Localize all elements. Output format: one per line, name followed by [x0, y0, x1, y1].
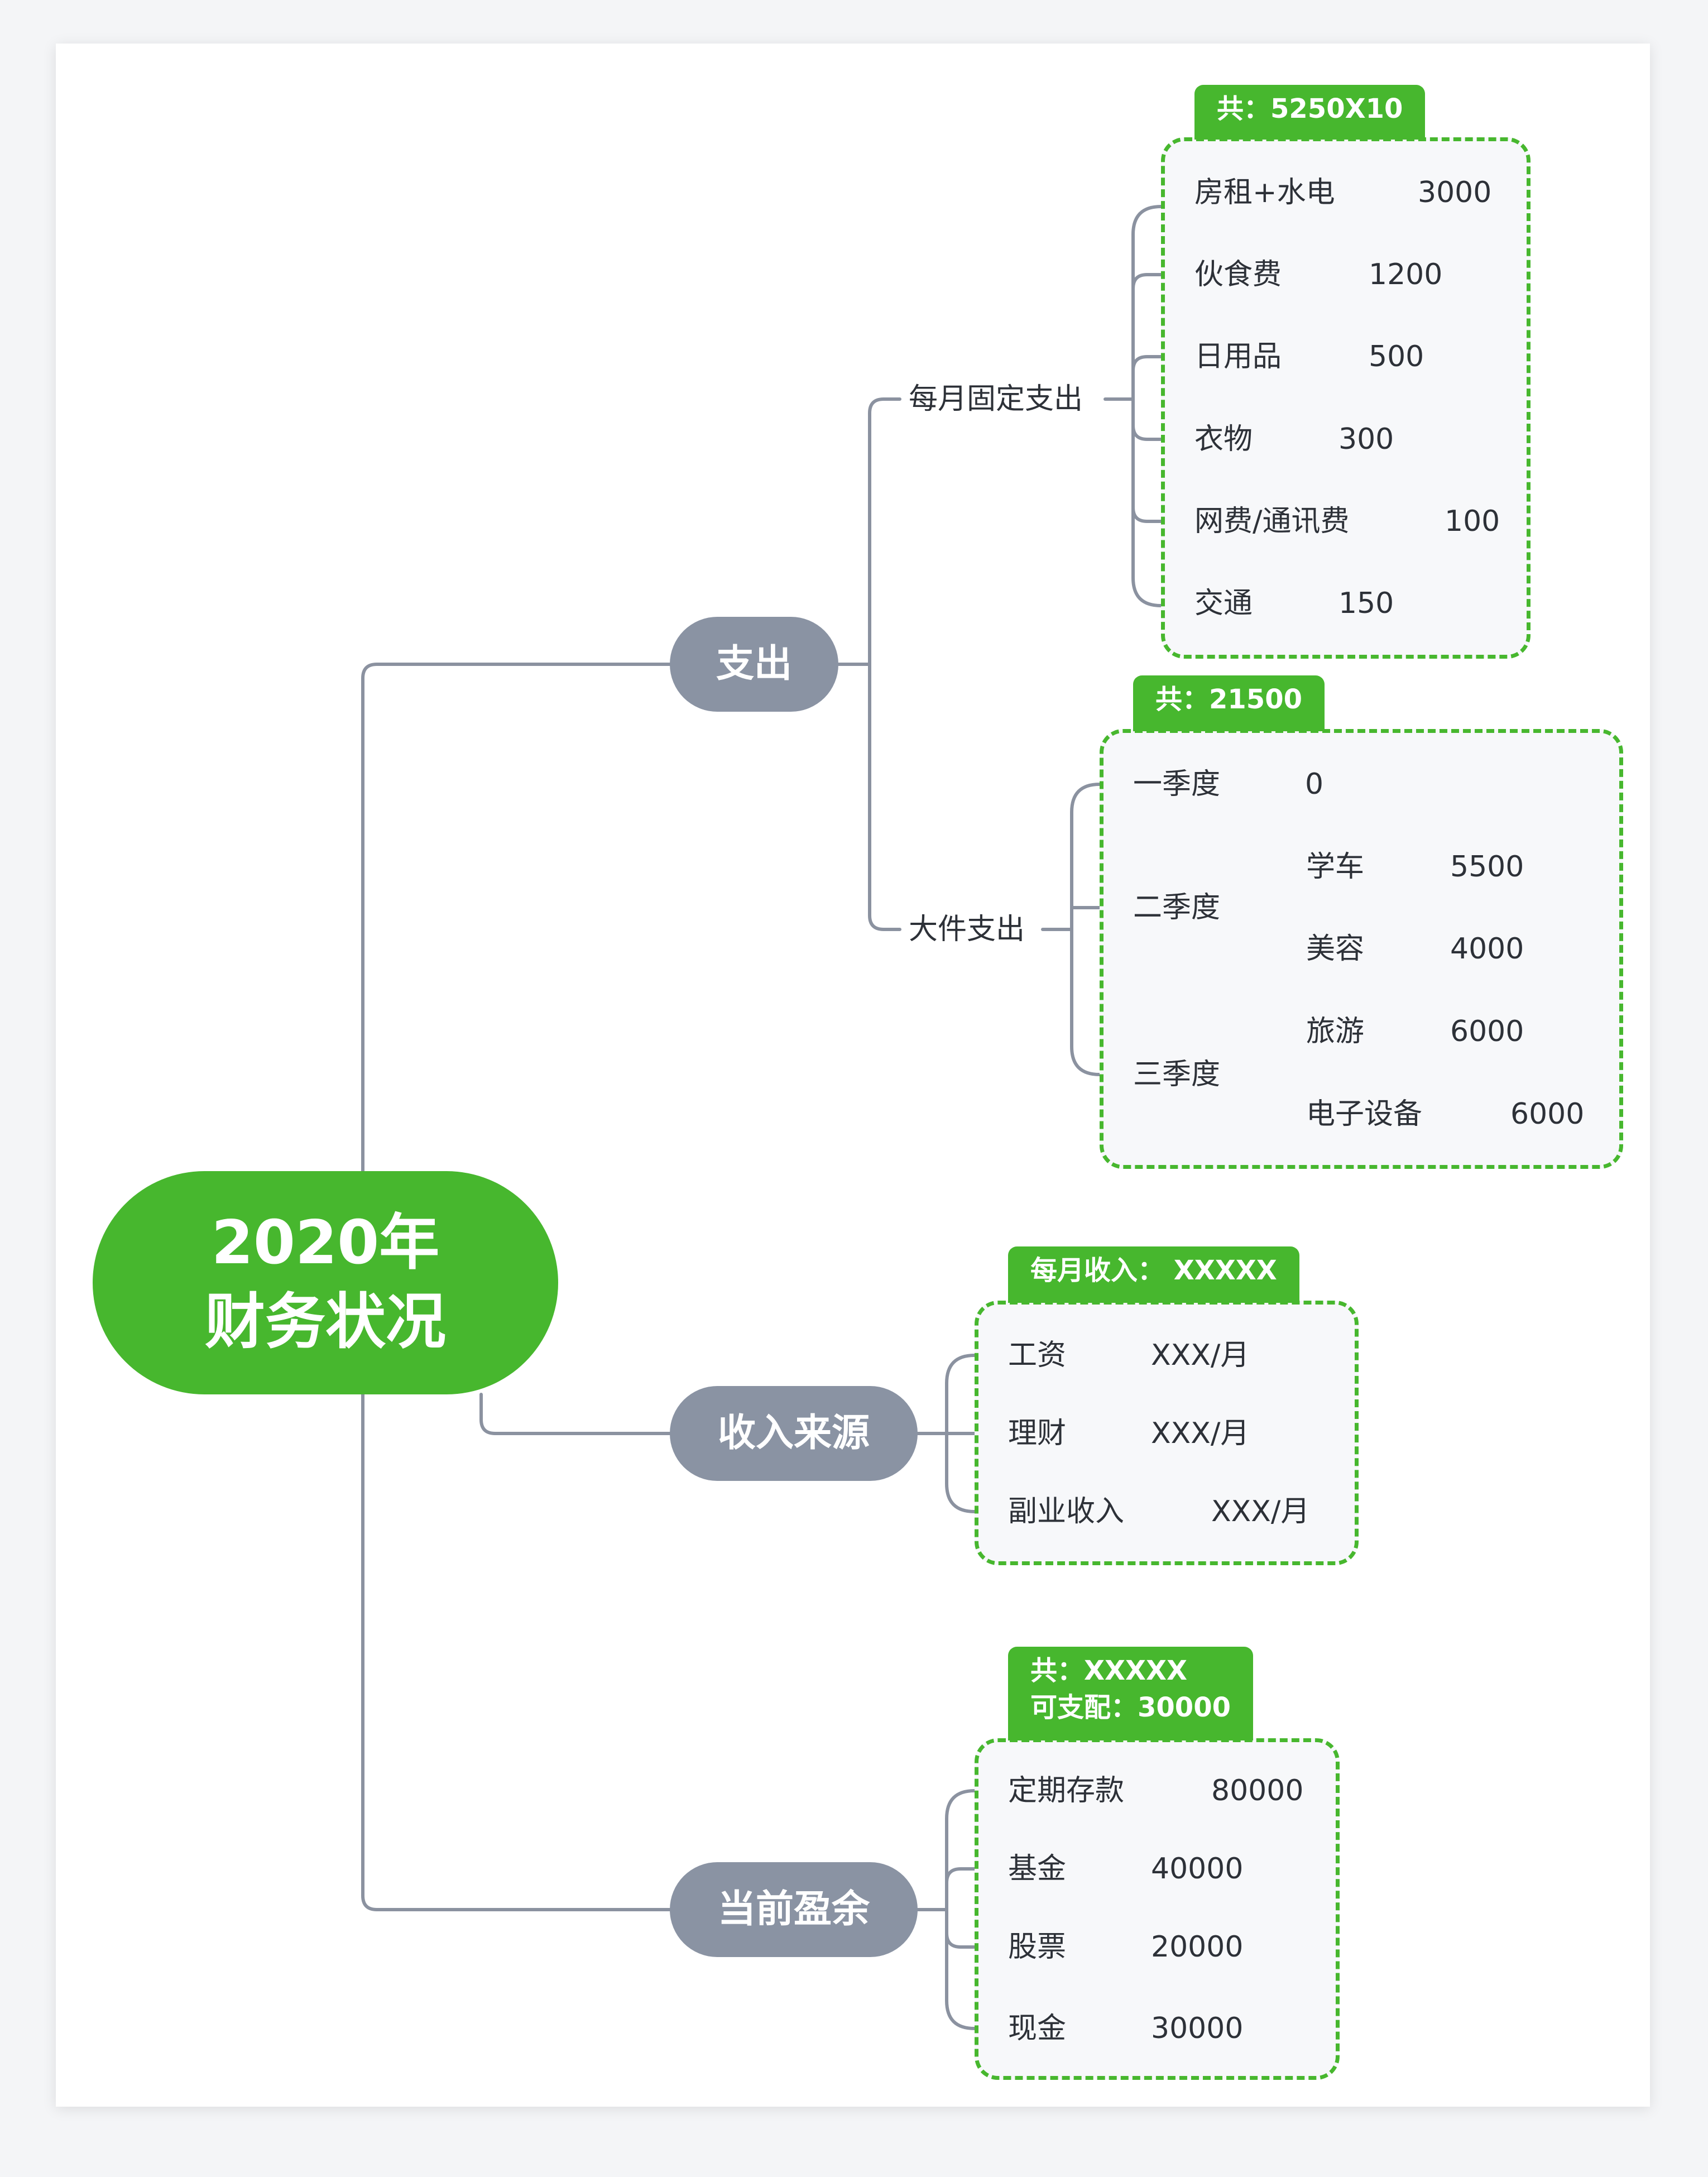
- connector-root-surplus: [361, 1393, 671, 1911]
- summary-tag-monthly: 共：5250X10: [1194, 85, 1426, 140]
- quarter-1-value[interactable]: 0: [1305, 768, 1324, 801]
- quarter-3-name[interactable]: 三季度: [1133, 1058, 1221, 1091]
- surplus-fund-value[interactable]: 40000: [1151, 1852, 1244, 1886]
- root-topic[interactable]: 2020年 财务状况: [93, 1171, 558, 1394]
- connector-expense-big: [868, 663, 901, 931]
- connector-surplus-ticks: [945, 1867, 976, 1949]
- subtopic-monthly-expense[interactable]: 每月固定支出: [909, 382, 1083, 416]
- summary-tag-monthly-text: 共：5250X10: [1217, 93, 1403, 124]
- quarter-2-name[interactable]: 二季度: [1133, 891, 1221, 924]
- item-travel-value[interactable]: 6000: [1450, 1015, 1524, 1048]
- item-clothes-value[interactable]: 300: [1338, 423, 1394, 456]
- item-transport-name[interactable]: 交通: [1194, 587, 1253, 620]
- item-daily-value[interactable]: 500: [1369, 340, 1424, 373]
- summary-tag-big-text: 共：21500: [1155, 684, 1302, 715]
- surplus-fund-name[interactable]: 基金: [1008, 1852, 1067, 1886]
- item-rent-name[interactable]: 房租+水电: [1194, 176, 1335, 209]
- item-internet-value[interactable]: 100: [1445, 505, 1500, 538]
- item-driving-value[interactable]: 5500: [1450, 850, 1524, 884]
- summary-box-big: [1100, 729, 1623, 1169]
- connector-surplus-bracket: [945, 1789, 976, 2030]
- income-investment-name[interactable]: 理财: [1008, 1417, 1067, 1450]
- subtopic-big-expense[interactable]: 大件支出: [909, 913, 1025, 946]
- surplus-stock-name[interactable]: 股票: [1008, 1930, 1067, 1964]
- income-sideline-name[interactable]: 副业收入: [1008, 1495, 1125, 1528]
- income-sideline-value[interactable]: XXX/月: [1211, 1495, 1310, 1528]
- summary-tag-surplus-line1: 共：XXXXX: [1030, 1655, 1188, 1686]
- connector-root-income: [479, 1393, 671, 1435]
- item-food-name[interactable]: 伙食费: [1194, 258, 1282, 291]
- summary-box-income: [975, 1301, 1359, 1565]
- item-rent-value[interactable]: 3000: [1418, 176, 1492, 209]
- summary-tag-surplus-line2: 可支配：30000: [1030, 1692, 1231, 1723]
- income-investment-value[interactable]: XXX/月: [1151, 1417, 1250, 1450]
- connector-expense-monthly: [868, 397, 901, 666]
- summary-tag-income: 每月收入： XXXXX: [1008, 1246, 1299, 1303]
- item-beauty-name[interactable]: 美容: [1306, 932, 1365, 966]
- item-travel-name[interactable]: 旅游: [1306, 1015, 1365, 1048]
- summary-tag-income-text: 每月收入： XXXXX: [1030, 1255, 1277, 1286]
- surplus-cash-value[interactable]: 30000: [1151, 2012, 1244, 2045]
- item-internet-name[interactable]: 网费/通讯费: [1194, 505, 1350, 538]
- item-beauty-value[interactable]: 4000: [1450, 932, 1524, 966]
- topic-expense[interactable]: 支出: [670, 617, 838, 712]
- topic-surplus[interactable]: 当前盈余: [670, 1862, 918, 1957]
- item-clothes-name[interactable]: 衣物: [1194, 423, 1253, 456]
- connector-root-expense: [361, 663, 671, 1174]
- surplus-deposit-name[interactable]: 定期存款: [1008, 1774, 1125, 1807]
- item-electronics-name[interactable]: 电子设备: [1306, 1097, 1423, 1131]
- item-electronics-value[interactable]: 6000: [1510, 1097, 1585, 1131]
- item-food-value[interactable]: 1200: [1369, 258, 1443, 291]
- item-daily-name[interactable]: 日用品: [1194, 340, 1282, 373]
- connector-monthly-ticks: [1131, 273, 1163, 523]
- quarter-1-name[interactable]: 一季度: [1133, 768, 1221, 801]
- connector-big-bracket: [1070, 783, 1101, 1076]
- summary-tag-big: 共：21500: [1133, 675, 1325, 731]
- income-salary-value[interactable]: XXX/月: [1151, 1339, 1250, 1372]
- surplus-deposit-value[interactable]: 80000: [1211, 1774, 1304, 1807]
- item-driving-name[interactable]: 学车: [1306, 850, 1365, 884]
- income-salary-name[interactable]: 工资: [1008, 1339, 1067, 1372]
- topic-income[interactable]: 收入来源: [670, 1386, 918, 1481]
- item-transport-value[interactable]: 150: [1338, 587, 1394, 620]
- root-title-line1: 2020年: [211, 1208, 440, 1278]
- connector-monthly-bracket: [1131, 205, 1163, 607]
- summary-box-monthly: [1161, 137, 1531, 659]
- surplus-stock-value[interactable]: 20000: [1151, 1930, 1244, 1964]
- summary-tag-surplus: 共：XXXXX 可支配：30000: [1008, 1647, 1253, 1740]
- surplus-cash-name[interactable]: 现金: [1008, 2012, 1067, 2045]
- root-title-line2: 财务状况: [204, 1287, 446, 1357]
